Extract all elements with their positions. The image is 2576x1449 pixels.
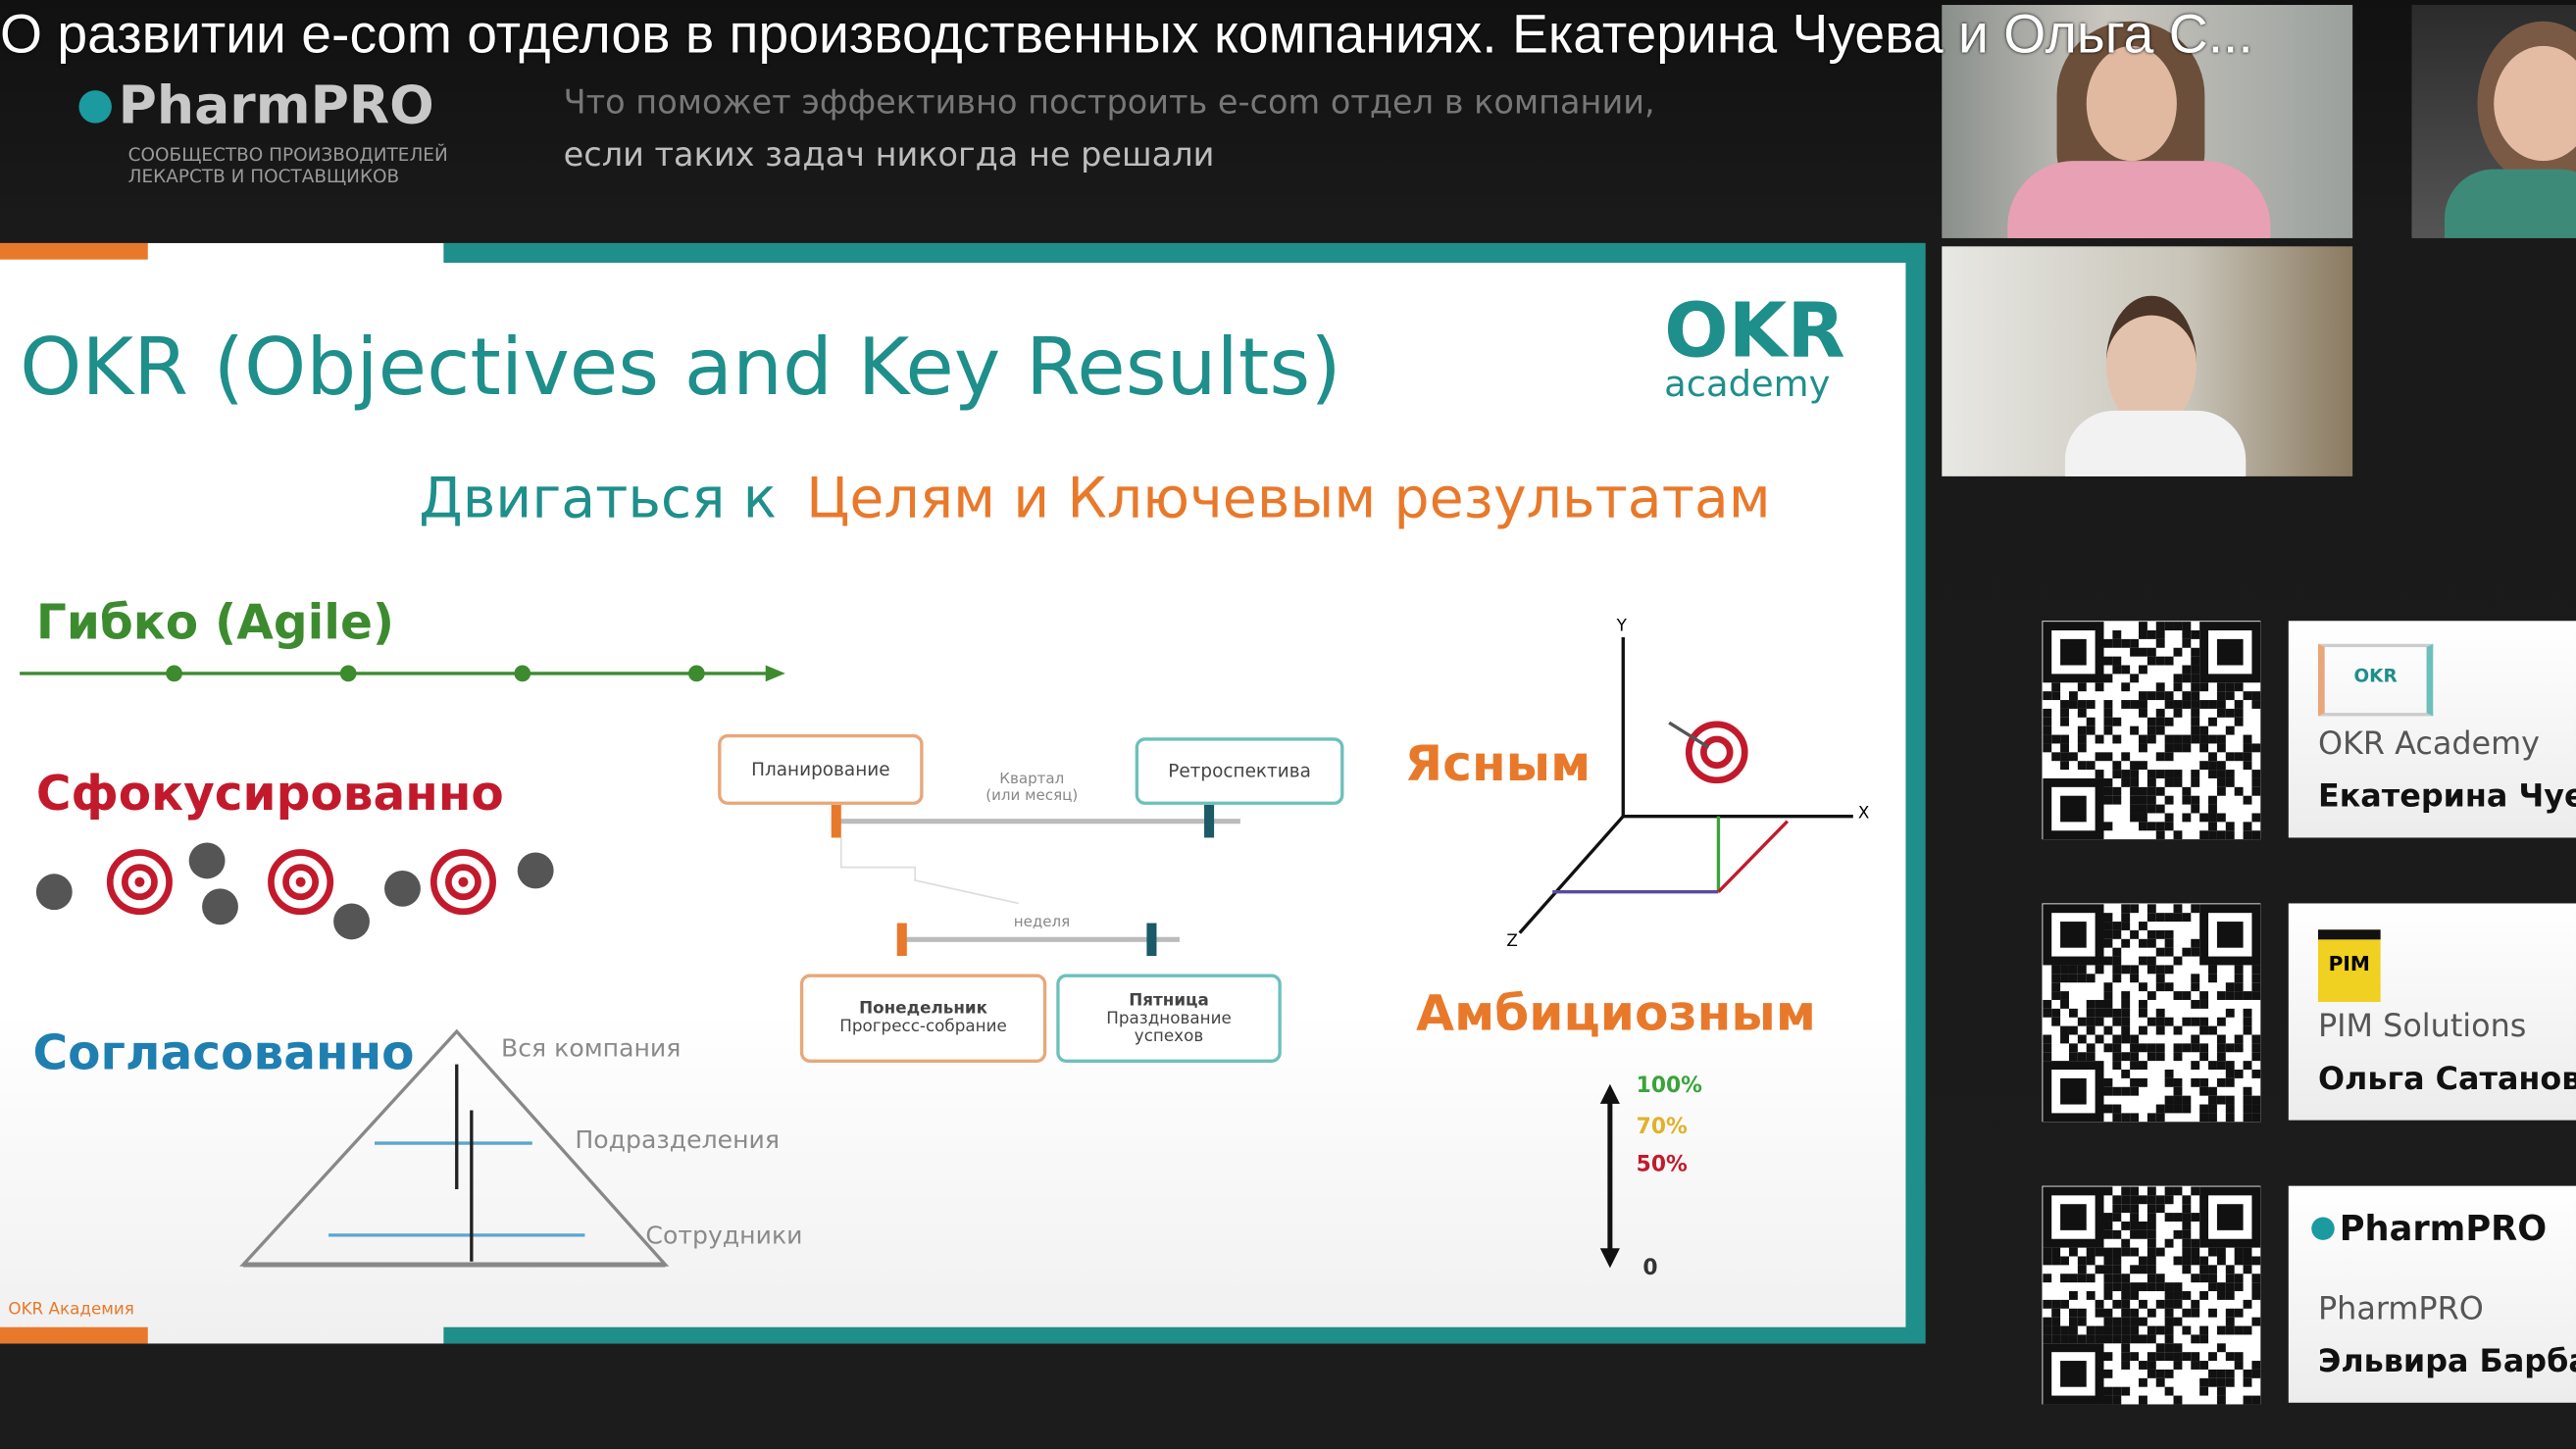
okr-academy-logo: OKR academy bbox=[1664, 292, 1845, 404]
retro-callout: Ретроспектива bbox=[1135, 737, 1344, 805]
pim-logo-icon: PIM bbox=[2317, 929, 2381, 1002]
level-100: 100% bbox=[1636, 1074, 1702, 1099]
ambitious-heading: Амбициозным bbox=[1416, 985, 1816, 1043]
slide-accent bbox=[0, 242, 148, 260]
week-label: неделя bbox=[1013, 915, 1071, 931]
planning-callout: Планирование bbox=[718, 733, 924, 805]
slide-border bbox=[1905, 242, 1926, 1344]
logo-subtitle: СООБЩЕСТВО ПРОИЗВОДИТЕЛЕЙ ЛЕКАРСТВ И ПОС… bbox=[127, 144, 448, 187]
banner-text: Что поможет эффективно построить e-com о… bbox=[564, 75, 1655, 180]
alignment-pyramid bbox=[239, 1028, 670, 1268]
slide-subtitle: Двигаться к Целям и Ключевым результатам bbox=[419, 467, 1771, 532]
presentation-slide: OKR (Objectives and Key Results) OKR aca… bbox=[0, 242, 1926, 1344]
logo-okr: OKR bbox=[1664, 285, 1845, 375]
pyramid-label: Подразделения bbox=[575, 1124, 780, 1155]
qr-code-icon bbox=[2043, 1186, 2261, 1405]
qr-code[interactable] bbox=[2042, 1185, 2261, 1405]
qr-code[interactable] bbox=[2042, 903, 2261, 1123]
video-title[interactable]: О развитии e-com отделов в производствен… bbox=[0, 3, 2253, 65]
speaker-card: PharmPRO PharmPRO Эльвира Барбашина bbox=[2288, 1185, 2576, 1403]
planning-label: Планирование bbox=[751, 759, 890, 780]
okr-academy-logo: OKR bbox=[2317, 643, 2434, 717]
axis-x-label: X bbox=[1857, 804, 1870, 824]
speaker-org: PIM Solutions bbox=[2317, 1008, 2527, 1045]
slide-title: OKR (Objectives and Key Results) bbox=[20, 322, 1341, 415]
speaker-name: Эльвира Барбашина bbox=[2317, 1343, 2576, 1380]
logo-mark-icon bbox=[78, 90, 112, 124]
speaker-org: OKR Academy bbox=[2317, 725, 2541, 763]
friday-label: Пятница bbox=[1129, 991, 1209, 1010]
level-70: 70% bbox=[1636, 1115, 1688, 1140]
slide-border bbox=[443, 1326, 1926, 1344]
logo-text: PharmPRO bbox=[2339, 1209, 2548, 1249]
cycle-timeline bbox=[831, 804, 1240, 957]
agile-heading: Гибко (Agile) bbox=[35, 594, 395, 651]
monday-label: Понедельник bbox=[859, 1000, 988, 1019]
axis-y-label: Y bbox=[1616, 617, 1627, 636]
quarter-note: (или месяц) bbox=[985, 788, 1079, 805]
aligned-heading: Согласованно bbox=[32, 1024, 415, 1081]
axis-z-label: Z bbox=[1506, 932, 1518, 952]
subtitle-highlight: Целям и Ключевым результатам bbox=[806, 466, 1771, 532]
quarter-label: Квартал(или месяц) bbox=[985, 772, 1078, 805]
logo-text: PharmPRO bbox=[118, 74, 434, 137]
ambition-scale bbox=[1599, 1083, 1620, 1269]
retro-label: Ретроспектива bbox=[1168, 760, 1311, 782]
subtitle-part: Двигаться к bbox=[419, 466, 778, 532]
agile-timeline bbox=[20, 665, 785, 682]
speaker-org: PharmPRO bbox=[2317, 1290, 2484, 1327]
qr-code-icon bbox=[2043, 904, 2261, 1123]
webcam-speaker-3 bbox=[1942, 246, 2353, 476]
focus-targets bbox=[35, 842, 554, 940]
clear-heading: Ясным bbox=[1404, 735, 1591, 794]
speaker-card: OKR OKR Academy Екатерина Чуева bbox=[2288, 621, 2576, 838]
banner-line: Что поможет эффективно построить e-com о… bbox=[563, 81, 1655, 122]
friday-note: Празднование успехов bbox=[1106, 1009, 1232, 1046]
pharmpro-logo: PharmPRO bbox=[2311, 1209, 2547, 1248]
speaker-name: Ольга Сатанова bbox=[2317, 1061, 2576, 1098]
monday-note: Прогресс-собрание bbox=[839, 1018, 1007, 1037]
logo-academy: academy bbox=[1664, 364, 1831, 406]
webcam-speaker-2 bbox=[2411, 5, 2576, 238]
slide-footer: OKR Академия bbox=[8, 1300, 134, 1320]
quarter-text: Квартал bbox=[999, 772, 1065, 789]
pyramid-label: Вся компания bbox=[500, 1032, 682, 1063]
speaker-name: Екатерина Чуева bbox=[2317, 778, 2576, 815]
qr-code-icon bbox=[2043, 622, 2261, 840]
level-50: 50% bbox=[1636, 1153, 1688, 1178]
level-0: 0 bbox=[1642, 1256, 1658, 1281]
speaker-card: PIM PIM Solutions Ольга Сатанова bbox=[2288, 903, 2576, 1121]
logo-mark-icon bbox=[2311, 1217, 2335, 1240]
banner-line: если таких задач никогда не решали bbox=[563, 134, 1215, 175]
pyramid-label: Сотрудники bbox=[645, 1220, 803, 1250]
clear-axes bbox=[1518, 637, 1853, 934]
slide-accent bbox=[0, 1326, 148, 1344]
focused-heading: Сфокусированно bbox=[35, 765, 504, 822]
pharmpro-logo: PharmPRO bbox=[78, 74, 434, 137]
slide-border bbox=[443, 242, 1926, 264]
qr-code[interactable] bbox=[2042, 621, 2261, 840]
slide-graphics bbox=[20, 637, 1853, 1269]
webcam-speaker-1 bbox=[1942, 5, 2353, 238]
